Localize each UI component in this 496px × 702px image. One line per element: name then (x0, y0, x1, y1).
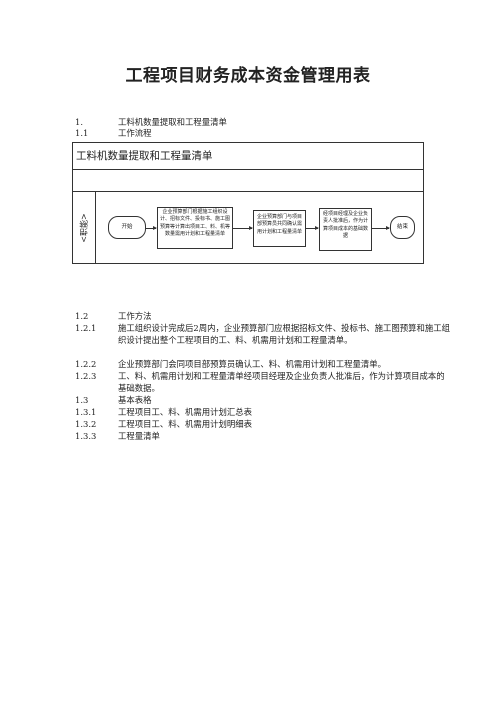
paragraph-1-2-3: 1.2.3 工、料、机需用计划和工程量清单经项目经理及企业负责人批准后，作为计算… (75, 370, 450, 394)
start-node: 开始 (108, 216, 146, 239)
section-number: 1.3.2 (75, 419, 97, 429)
section-heading: 基本表格 (118, 395, 152, 405)
flow-arrow (372, 226, 390, 230)
section-number: 1.3 (75, 395, 89, 405)
section-number: 1.3.3 (75, 431, 97, 441)
section-number: 1.3.1 (75, 407, 97, 417)
section-heading: 工料机数量提取和工程量清单 (118, 117, 227, 127)
flow-chart-title: 工料机数量提取和工程量清单 (73, 143, 423, 170)
paragraph-text: 企业预算部门会同项目部预算员确认工、料、机需用计划和工程量清单。 (118, 359, 386, 369)
step-approval: 经项目经理及企业负责人批准后，作为计算项目成本的基础数据 (319, 208, 372, 251)
paragraph-number: 1.2.3 (75, 371, 97, 381)
step-confirm-plan: 企业预算部门与项目部预算员共同确认需用计划和工程量清单 (253, 210, 306, 247)
paragraph-number: 1.2.1 (75, 323, 97, 333)
lane-label-text: <职能> (79, 212, 89, 243)
flow-arrow (306, 226, 319, 230)
section-heading: 工程项目工、料、机需用计划汇总表 (118, 407, 252, 417)
flow-arrow (233, 226, 253, 230)
step-budget-calculation: 企业预算部门根据施工组织设计、招标文件、投标书、施工图预算等计算出项目工、料、机… (157, 207, 233, 249)
end-node: 结束 (390, 216, 415, 239)
paragraph-1-2-2: 1.2.2 企业预算部门会同项目部预算员确认工、料、机需用计划和工程量清单。 (75, 358, 450, 370)
section-number: 1.2 (75, 311, 89, 321)
section-heading: 工程量清单 (118, 431, 160, 441)
flow-chart-header-row (73, 170, 423, 192)
paragraph-1-2-1: 1.2.1 施工组织设计完成后2周内，企业预算部门应根据招标文件、投标书、施工图… (75, 322, 450, 346)
flow-chart: 工料机数量提取和工程量清单 <职能> 开始 企业预算部门根据施工组织设计、招标文… (72, 142, 424, 264)
paragraph-text: 施工组织设计完成后2周内，企业预算部门应根据招标文件、投标书、施工图预算和施工组… (118, 323, 450, 345)
section-heading: 工作流程 (118, 128, 152, 138)
document-title: 工程项目财务成本资金管理用表 (125, 66, 371, 86)
paragraph-text: 工、料、机需用计划和工程量清单经项目经理及企业负责人批准后，作为计算项目成本的基… (118, 371, 445, 393)
section-number: 1. (75, 117, 83, 127)
paragraph-number: 1.2.2 (75, 359, 97, 369)
lane-label: <职能> (73, 192, 96, 263)
section-heading: 工作方法 (118, 311, 152, 321)
flow-arrow (146, 226, 157, 230)
section-heading: 工程项目工、料、机需用计划明细表 (118, 419, 252, 429)
section-number: 1.1 (75, 128, 89, 138)
